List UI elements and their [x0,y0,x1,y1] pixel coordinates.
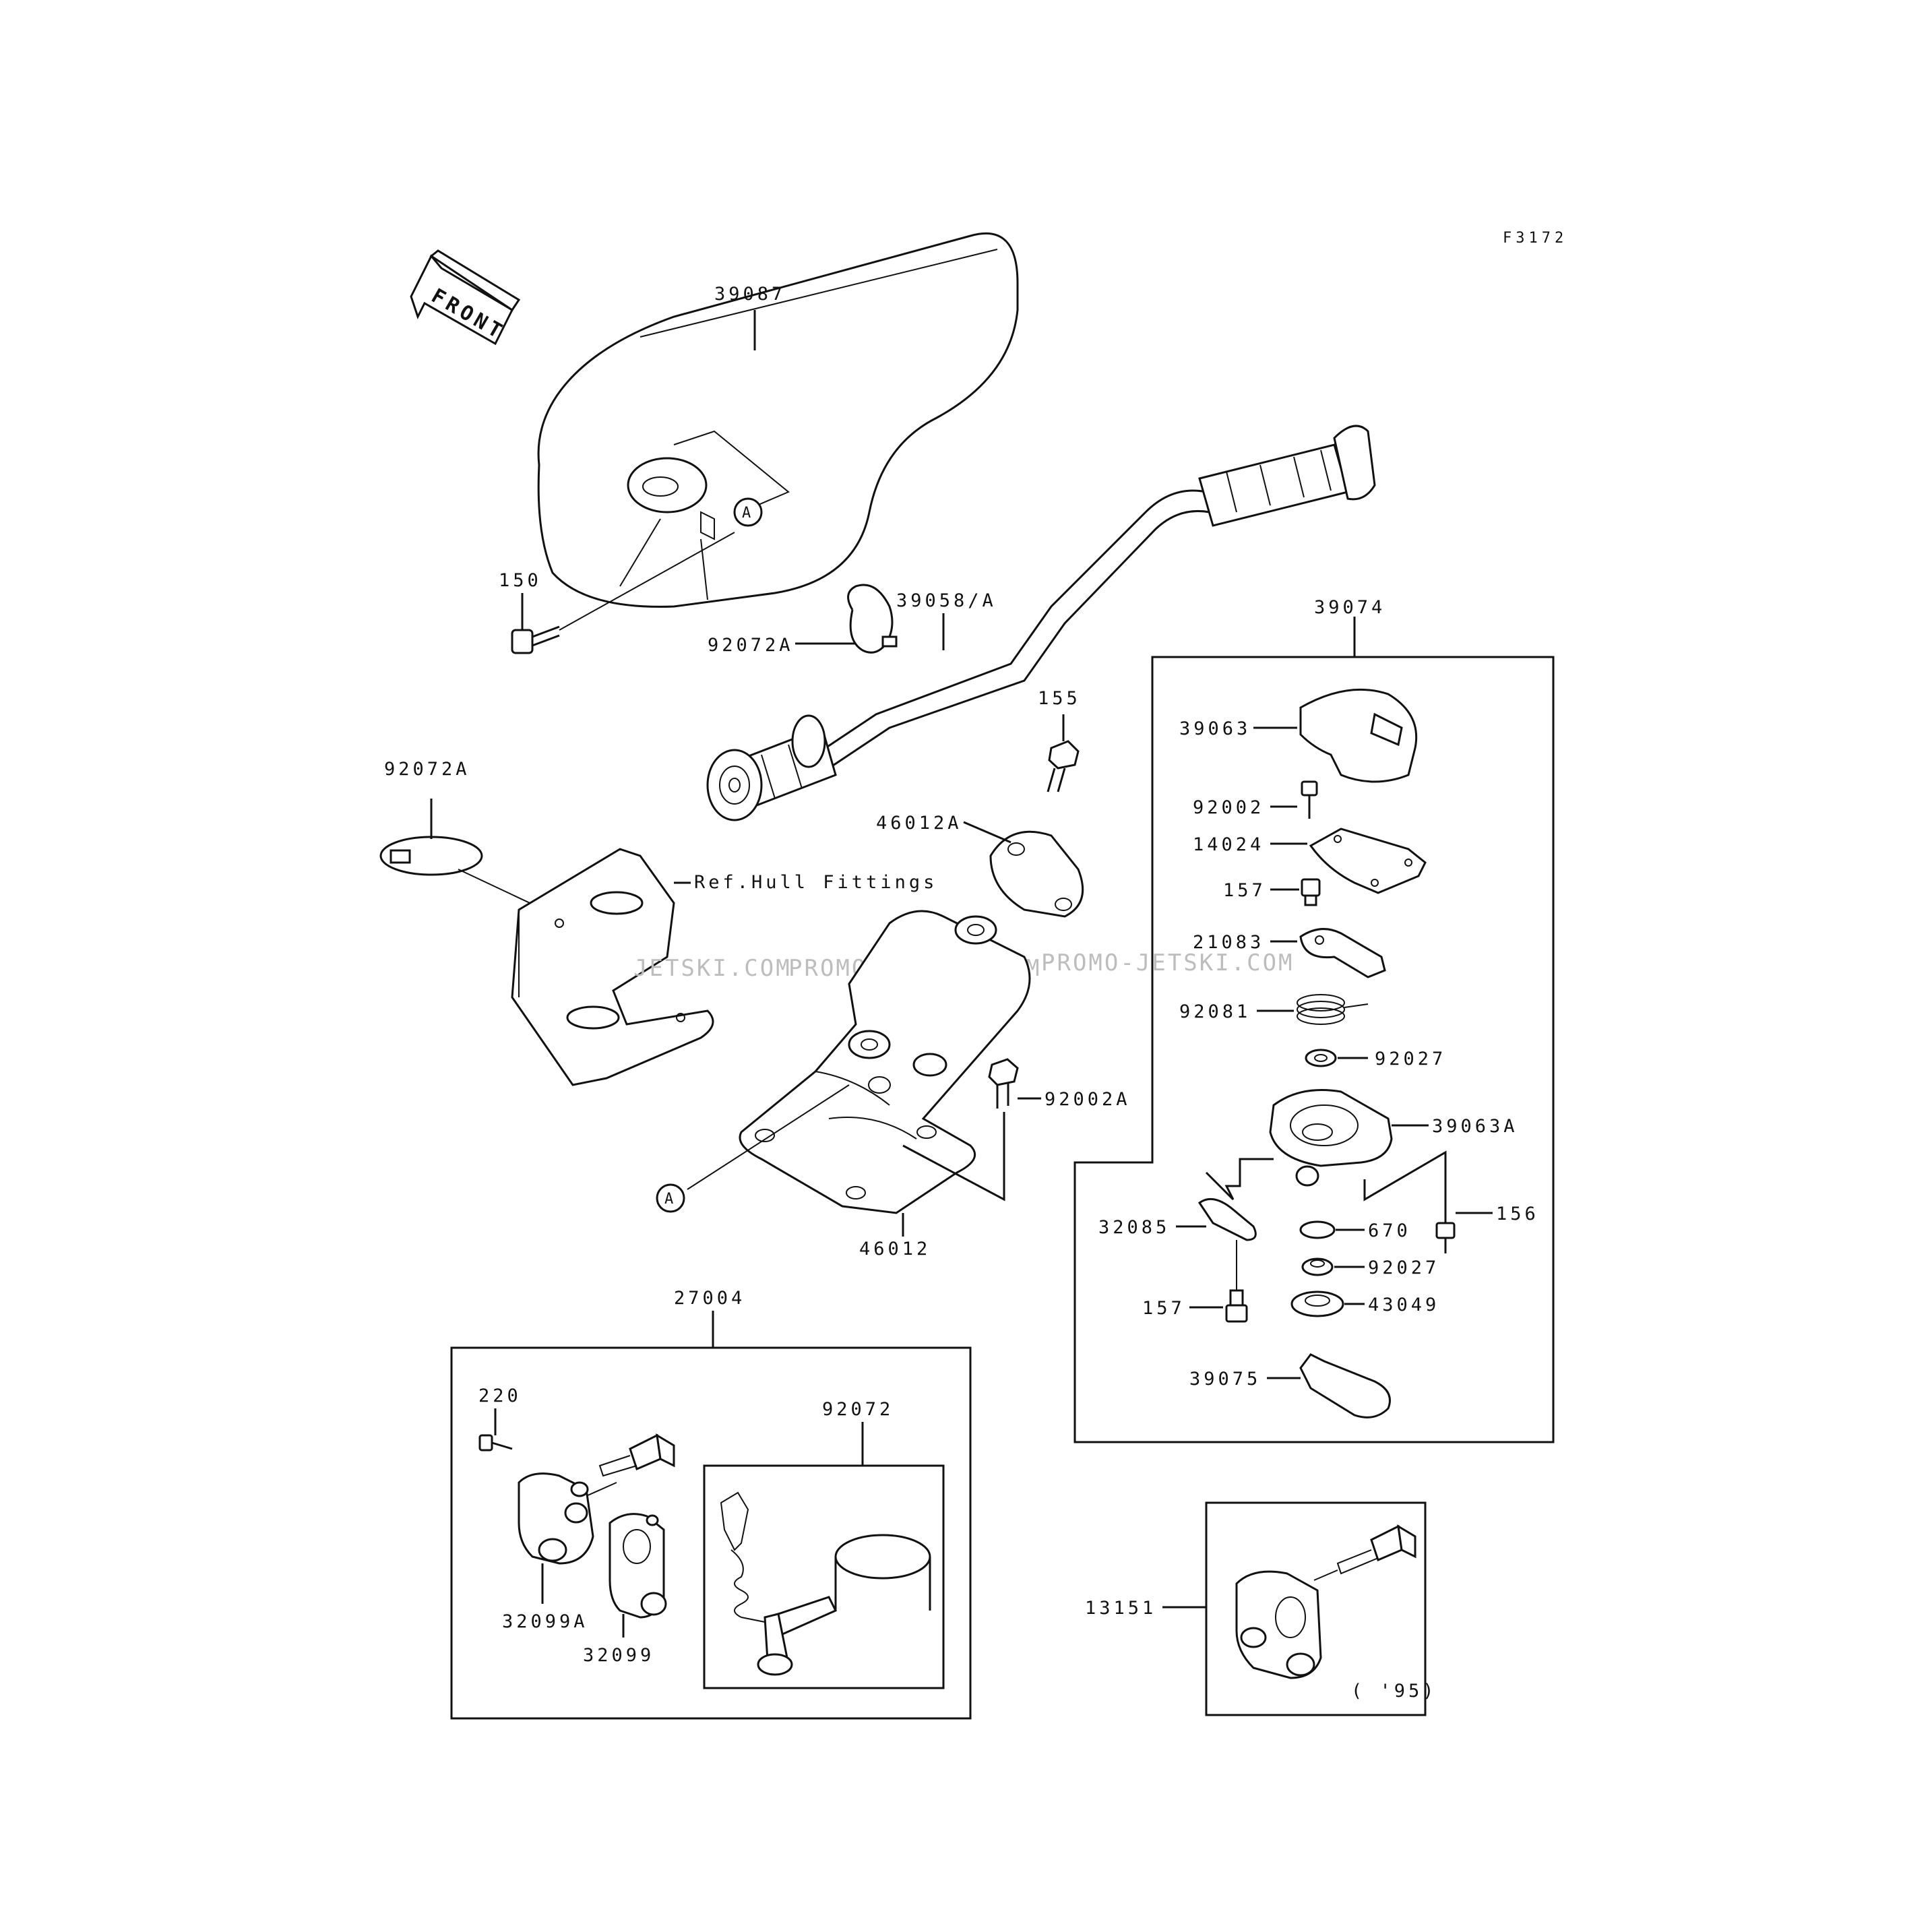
hull-bracket-drawing [511,848,714,1086]
label-157-upper: 157 [1223,880,1266,901]
bolt-157-upper-drawing [1301,878,1321,906]
marker-a-top: A [742,505,751,522]
watermark-1: JETSKI.COM [633,955,792,982]
label-39058-a: 39058/A [896,590,997,611]
label-670: 670 [1368,1220,1411,1241]
label-14024: 14024 [1193,834,1264,855]
cap-39063-drawing [1299,688,1418,783]
label-92027-lower: 92027 [1368,1257,1439,1278]
plate-14024-drawing [1309,828,1427,894]
label-39063: 39063 [1179,718,1251,739]
label-27004: 27004 [674,1288,745,1309]
label-155: 155 [1038,688,1081,709]
switch-32099a-drawing [518,1472,594,1565]
label-92081: 92081 [1179,1001,1251,1022]
spring-92081-drawing [1297,994,1369,1025]
watermark-3: PROMO-JETSKI.COM [1041,949,1295,976]
bolt-150-drawing [511,625,560,654]
label-32099: 32099 [583,1645,654,1666]
switch-13151-drawing [1235,1524,1416,1679]
label-ref-hull: Ref.Hull Fittings [694,872,937,893]
marker-a-bottom: A [664,1191,673,1208]
bolt-157-lower-drawing [1225,1289,1248,1323]
handle-pole-46012-drawing [739,910,1031,1214]
bolt-155-drawing [1047,740,1080,792]
label-39075: 39075 [1189,1369,1261,1390]
oring-670-drawing [1299,1220,1336,1239]
lanyard-92072-drawing [720,1491,931,1676]
assembly-27004-box [450,1346,972,1720]
washer-92027-lower-drawing [1301,1257,1334,1276]
washer-92027-upper-drawing [1305,1049,1337,1067]
label-220: 220 [478,1385,522,1406]
clamp-46012a-drawing [989,830,1084,918]
label-92002a: 92002A [1045,1089,1131,1110]
label-92072a-top: 92072A [708,635,794,656]
label-92002: 92002 [1193,797,1264,818]
lever-39075-drawing [1299,1353,1391,1419]
label-92072a-left: 92072A [384,759,470,780]
lever-32085-drawing [1197,1197,1257,1241]
assembly-39074-box [1073,656,1555,1443]
label-156: 156 [1496,1204,1539,1224]
label-46012a: 46012A [876,813,962,834]
bolt-92002a-drawing [988,1058,1019,1109]
label-39063a: 39063A [1432,1116,1518,1137]
band-92072a-drawing [847,584,898,654]
label-39087: 39087 [714,284,786,305]
note-95: ( '95) [1351,1681,1437,1702]
label-92027-upper: 92027 [1375,1049,1446,1069]
label-46012: 46012 [859,1239,931,1259]
label-39074: 39074 [1314,597,1385,618]
switch-32099-drawing [609,1513,667,1619]
label-32085: 32085 [1098,1217,1170,1238]
label-150: 150 [499,570,542,591]
handlebar-cover-drawing [537,232,1019,608]
label-92072: 92072 [822,1399,894,1420]
plate-21083-drawing [1299,928,1386,978]
seal-43049-drawing [1290,1290,1344,1317]
label-32099a: 32099A [502,1611,588,1632]
screw-92002-drawing [1301,780,1318,819]
screw-220-drawing [478,1434,513,1452]
label-21083: 21083 [1193,932,1264,953]
bolt-156-drawing [1435,1189,1456,1239]
band-92072a-left-drawing [379,836,483,876]
lanyard-92072-box [703,1464,945,1689]
front-arrow-icon: FRONT [410,249,521,346]
label-157-lower: 157 [1142,1298,1185,1319]
housing-39063a-drawing [1269,1089,1393,1187]
label-13151: 13151 [1085,1598,1156,1619]
figure-code: F3172 [1503,230,1567,247]
label-43049: 43049 [1368,1295,1439,1315]
connector-drawing [598,1433,675,1477]
switch-13151-box [1205,1501,1427,1716]
handlebar-drawing [706,425,1376,821]
